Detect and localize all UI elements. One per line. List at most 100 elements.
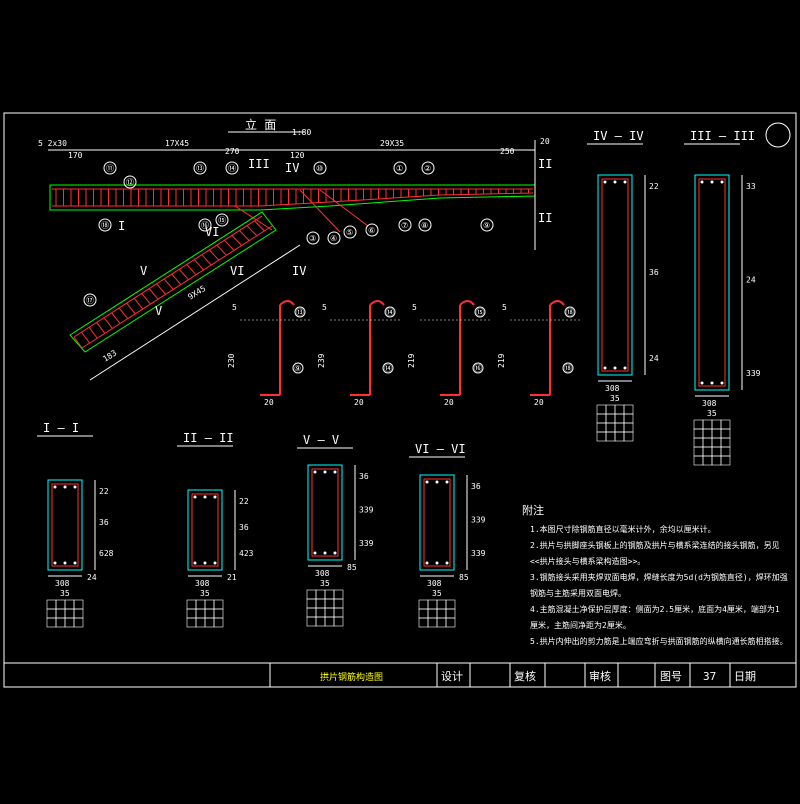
callout-label: ① [396,164,403,173]
section-label: IV — IV [593,129,644,143]
section-table-cell [213,599,224,610]
leg-stirrup [163,278,174,290]
leg-stirrup [186,264,197,276]
section-outline [307,464,343,561]
inclined-leg-rebar [73,215,273,349]
section-label: II — II [183,431,234,445]
section-table-cell [614,404,625,415]
bar-tag2-circle [382,362,394,374]
inclined-leg-outline [69,211,277,353]
section-width: 308 [315,569,330,578]
section-table-cell [73,617,84,628]
callout-circle [225,161,239,175]
section-d3: 628 [99,549,114,558]
bar-tag2: ⑨ [294,364,301,373]
callout-label: ⑯ [201,221,209,230]
section-table-cell [73,608,84,619]
dim-183: 183 [101,348,118,363]
bar-hook [440,300,475,396]
callout-label: ⑧ [421,221,428,230]
callout-circle [103,161,117,175]
section-table-cell [711,419,722,430]
section-table-cell [720,437,731,448]
section-d2: 36 [649,268,659,277]
dim-29x35: 29X35 [380,139,404,148]
section-d2: 339 [359,506,374,515]
section-d3: 339 [471,549,486,558]
section-d2: 36 [239,523,249,532]
section-table-cell [418,608,429,619]
drawing-border [3,112,797,688]
leg-stirrup [239,230,250,241]
callout-circle [393,161,407,175]
cut-mark-V: V [140,264,147,278]
section-rebar-dot [73,561,77,565]
section-table-cell [711,446,722,457]
bar-tag2: ⑯ [474,364,482,373]
drawing-no: 37 [703,670,716,683]
section-rebar-dot [425,561,429,565]
leg-stirrup [73,336,83,349]
bar-tag-circle [294,306,306,318]
section-d1: 36 [359,472,369,481]
title-block: 拱片钢筋构造图 设计 复核 审核 图号 37 日期 [4,662,796,687]
section-rebar-dot [445,480,449,484]
section-table-cell [445,617,456,628]
section-rebar-dot [603,366,607,370]
bar-dim-top: 5 [232,303,237,312]
section-d1: 33 [746,182,756,191]
section-table-cell [46,599,57,610]
section-rebar-dot [623,180,627,184]
bar-tag: ⑱ [566,308,574,317]
section-table-cell [711,428,722,439]
section-rebar-dot [435,480,439,484]
bar-dim-top: 5 [412,303,417,312]
notes-heading: 附注 [522,503,544,517]
section-table-cell [204,599,215,610]
section-label: V — V [303,433,339,447]
callout-circle [480,218,494,232]
callout-circle [365,223,379,237]
section-rebar-dot [720,180,724,184]
callout-label: ⑤ [346,228,353,237]
section-table-cell [605,422,616,433]
section-d4: 85 [459,573,469,582]
cut-mark-IV-b: IV [292,264,306,278]
section-table-cell [195,617,206,628]
section-rebar-dot [53,485,57,489]
section-rebar-dot [213,561,217,565]
section-table-cell [306,589,317,600]
section-table-cell [195,599,206,610]
note-line: 5.拱片内伸出的剪力筋是上端应弯折与拱面钢筋的纵横向通长筋相搭接。 [530,636,788,646]
section-table-cell [614,413,625,424]
section-table-cell [55,599,66,610]
section-table-cell [333,598,344,609]
section-table-cell [623,413,634,424]
note-line: 厘米，主筋间净距为2厘米。 [530,620,631,630]
section-d4: 24 [87,573,97,582]
section-rebar-cage [51,483,79,567]
leg-stirrup [111,312,121,324]
section-rebar-dot [710,381,714,385]
section-rebar-dot [710,180,714,184]
callout-label: ⑮ [218,216,226,225]
leg-stirrup [216,244,227,256]
section-table-cell [427,608,438,619]
dim-20: 20 [540,137,550,146]
section-table-cell [623,422,634,433]
section-d3: 24 [649,354,659,363]
section-width: 308 [605,384,620,393]
note-line: 1.本图尺寸除钢筋直径以毫米计外，余均以厘米计。 [530,524,716,534]
callout-label: ④ [330,234,337,243]
leg-stirrup [208,249,220,261]
elevation-title: 立 面 [245,117,276,132]
section-table-cell [324,589,335,600]
callout-label: ⑬ [196,164,204,173]
section-outline [597,174,633,376]
